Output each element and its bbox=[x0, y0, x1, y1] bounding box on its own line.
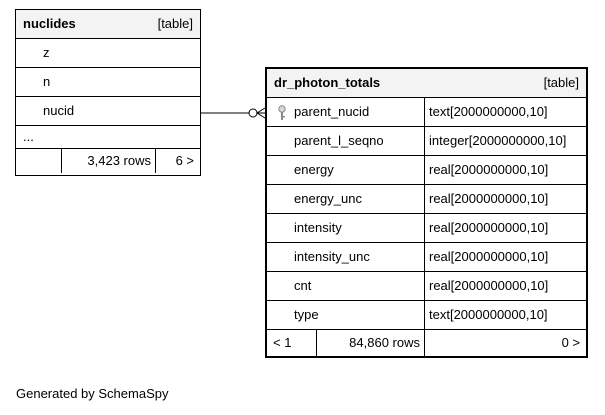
row-count: 84,860 rows bbox=[317, 330, 425, 356]
column-name: intensity_unc bbox=[267, 243, 425, 271]
key-icon bbox=[278, 105, 286, 120]
generated-by-credit: Generated by SchemaSpy bbox=[16, 386, 169, 401]
column-row[interactable]: intensity real[2000000000,10] bbox=[267, 214, 586, 243]
table-nuclides[interactable]: nuclides [table] z n nucid ... 3,423 row… bbox=[15, 9, 201, 176]
column-type: real[2000000000,10] bbox=[429, 249, 549, 264]
column-row[interactable]: energy_unc real[2000000000,10] bbox=[267, 185, 586, 214]
column-row[interactable]: n bbox=[16, 68, 200, 97]
table-dr-photon-totals[interactable]: dr_photon_totals [table] parent_nucid te… bbox=[265, 67, 588, 358]
column-type: text[2000000000,10] bbox=[429, 307, 548, 322]
column-name: cnt bbox=[267, 272, 425, 300]
column-row[interactable]: z bbox=[16, 39, 200, 68]
column-type: text[2000000000,10] bbox=[429, 104, 548, 119]
column-name: nucid bbox=[43, 103, 75, 118]
ellipsis: ... bbox=[23, 129, 34, 144]
crows-foot-marker bbox=[256, 107, 266, 114]
column-name: n bbox=[43, 74, 51, 89]
column-type: real[2000000000,10] bbox=[429, 191, 549, 206]
row-count: 3,423 rows bbox=[62, 149, 156, 173]
parents-link[interactable]: < 1 bbox=[267, 330, 317, 356]
children-link[interactable]: 6 > bbox=[175, 153, 194, 168]
column-row[interactable]: parent_l_seqno integer[2000000000,10] bbox=[267, 127, 586, 156]
column-name: type bbox=[267, 301, 425, 329]
column-type: integer[2000000000,10] bbox=[429, 133, 567, 148]
column-type: real[2000000000,10] bbox=[429, 278, 549, 293]
table-name[interactable]: nuclides bbox=[23, 16, 76, 31]
table-header[interactable]: nuclides [table] bbox=[16, 10, 200, 39]
column-row[interactable]: intensity_unc real[2000000000,10] bbox=[267, 243, 586, 272]
table-kind: [table] bbox=[157, 16, 193, 31]
column-type: real[2000000000,10] bbox=[429, 220, 549, 235]
table-kind: [table] bbox=[543, 75, 579, 90]
more-columns-row: ... bbox=[16, 126, 200, 149]
zero-cardinality-marker bbox=[248, 108, 258, 118]
column-type: real[2000000000,10] bbox=[429, 162, 549, 177]
column-row[interactable]: energy real[2000000000,10] bbox=[267, 156, 586, 185]
parents-count bbox=[16, 149, 62, 173]
table-name[interactable]: dr_photon_totals bbox=[274, 75, 381, 90]
column-row[interactable]: type text[2000000000,10] bbox=[267, 301, 586, 330]
column-name-text: parent_nucid bbox=[294, 104, 370, 119]
column-name: parent_nucid bbox=[267, 98, 425, 126]
column-name: energy_unc bbox=[267, 185, 425, 213]
table-footer: 3,423 rows 6 > bbox=[16, 149, 200, 173]
children-link[interactable]: 0 > bbox=[561, 335, 580, 350]
column-name: intensity bbox=[267, 214, 425, 242]
column-row[interactable]: cnt real[2000000000,10] bbox=[267, 272, 586, 301]
column-row[interactable]: nucid bbox=[16, 97, 200, 126]
column-name: energy bbox=[267, 156, 425, 184]
column-row[interactable]: parent_nucid text[2000000000,10] bbox=[267, 98, 586, 127]
table-header[interactable]: dr_photon_totals [table] bbox=[267, 69, 586, 98]
column-name: parent_l_seqno bbox=[267, 127, 425, 155]
table-footer: < 1 84,860 rows 0 > bbox=[267, 330, 586, 356]
column-name: z bbox=[43, 45, 50, 60]
